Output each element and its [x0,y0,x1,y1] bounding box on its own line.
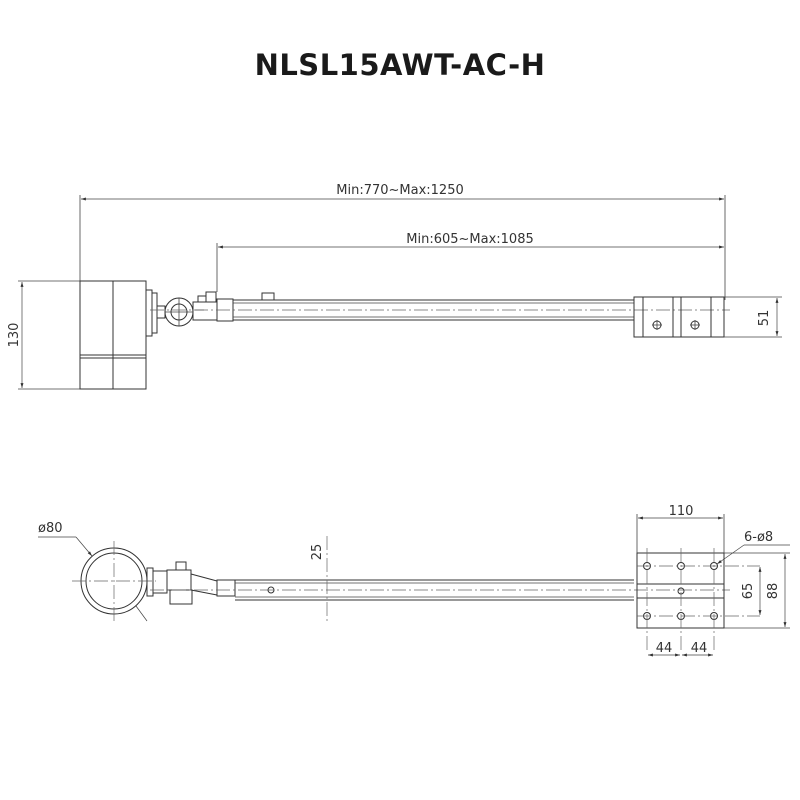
dimension-arm-length: Min:605~Max:1085 [406,232,534,247]
dimension-hole-spacing-left: 44 [656,641,673,656]
pivot-bolt [156,305,166,319]
leader-line [716,544,745,565]
leader-line [75,536,93,557]
leader-line [135,605,148,622]
arm-screw [267,586,275,594]
joint-link [190,573,218,582]
arm-set-screw [261,292,275,301]
bracket-ear [642,296,674,338]
joint-screw [197,295,207,303]
dimension-bracket-height: 51 [757,310,772,327]
joint-neck [192,301,218,321]
dimension-arm-width: 25 [310,544,325,561]
drawing-title: NLSL15AWT-AC-H [254,48,546,82]
dimension-total-length: Min:770~Max:1250 [336,183,464,198]
joint-link [190,589,218,596]
mount-plate [146,567,154,597]
dimension-head-height: 130 [7,323,22,348]
arm-collar [216,579,236,597]
dimension-bracket-depth: 88 [766,583,781,600]
joint-lower [169,589,193,605]
bracket-ear [680,296,712,338]
dimension-hole-spacing-right: 44 [691,641,708,656]
wall-bracket-side [633,296,725,338]
joint-knob [205,291,217,303]
wall-bracket-top [636,552,725,629]
mount-plate-inner [151,292,158,334]
dimension-holes: 6-ø8 [744,530,773,545]
joint-body [166,569,192,591]
dimension-head-diameter: ø80 [38,521,63,536]
dimension-bracket-width: 110 [669,504,694,519]
dimension-hole-pitch: 65 [741,583,756,600]
joint-knob [175,561,187,571]
side-view: Min:770~Max:1250 Min:605~Max:1085 130 [7,183,782,390]
mount-plate [145,289,153,337]
top-view: ø80 25 [38,504,790,657]
